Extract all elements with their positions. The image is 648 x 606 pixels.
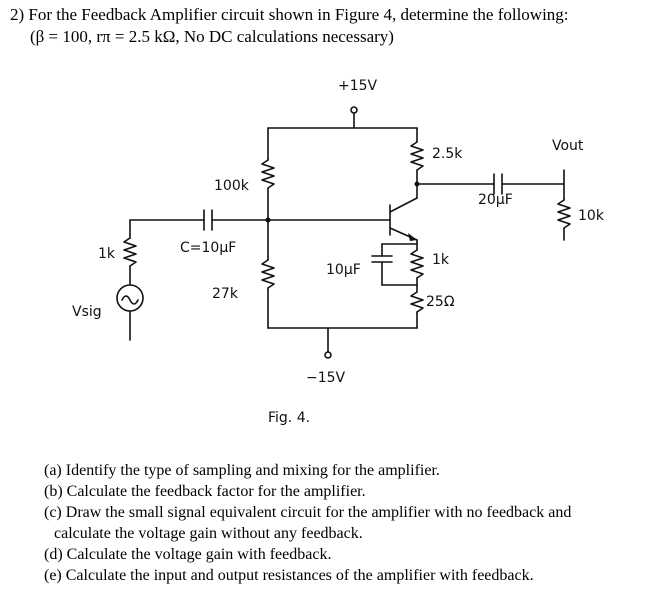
question-header: 2) For the Feedback Amplifier circuit sh… [10, 4, 569, 48]
r-bias-top-label: 100k [214, 178, 250, 194]
c-out-label: 20μF [478, 192, 513, 208]
resistor-1k-emitter [410, 249, 424, 279]
question-given-values: (β = 100, rπ = 2.5 kΩ, No DC calculation… [30, 27, 394, 46]
signal-source [116, 284, 144, 312]
question-parts: (a) Identify the type of sampling and mi… [44, 460, 644, 586]
part-c-continued: calculate the voltage gain without any f… [54, 525, 363, 542]
part-b: (b) Calculate the feedback factor for th… [44, 483, 366, 500]
vee-label: −15V [306, 370, 346, 386]
figure-caption: Fig. 4. [268, 410, 310, 426]
out-label: Vout [552, 138, 584, 154]
r-load-label: 10k [578, 208, 605, 224]
c-in-label: C=10μF [180, 240, 236, 256]
circuit-diagram: +15V 100k 27k 1k Vsig C=10μF 2.5k 20μF 1… [72, 78, 605, 426]
resistor-1k-source [123, 237, 137, 267]
r-e1-label: 1k [432, 252, 450, 268]
vee-terminal [324, 351, 332, 359]
part-a: (a) Identify the type of sampling and mi… [44, 462, 440, 479]
r-source-label: 1k [98, 246, 116, 262]
resistor-2k5-collector [410, 141, 424, 171]
c-bypass-label: 10μF [326, 262, 361, 278]
source-label: Vsig [72, 304, 102, 320]
vcc-terminal [350, 106, 358, 114]
question-heading: 2) For the Feedback Amplifier circuit sh… [10, 5, 569, 24]
r-e2-label: 25Ω [426, 294, 455, 310]
part-d: (d) Calculate the voltage gain with feed… [44, 546, 332, 563]
vcc-label: +15V [338, 78, 378, 94]
part-c: (c) Draw the small signal equivalent cir… [44, 504, 572, 521]
circuit-wires [116, 106, 571, 359]
part-e: (e) Calculate the input and output resis… [44, 567, 534, 584]
r-bias-bottom-label: 27k [212, 286, 239, 302]
resistor-27k [261, 259, 275, 289]
r-collector-label: 2.5k [432, 146, 463, 162]
resistor-25-emitter [410, 291, 424, 313]
resistor-100k [261, 159, 275, 189]
resistor-10k-load [557, 199, 571, 229]
